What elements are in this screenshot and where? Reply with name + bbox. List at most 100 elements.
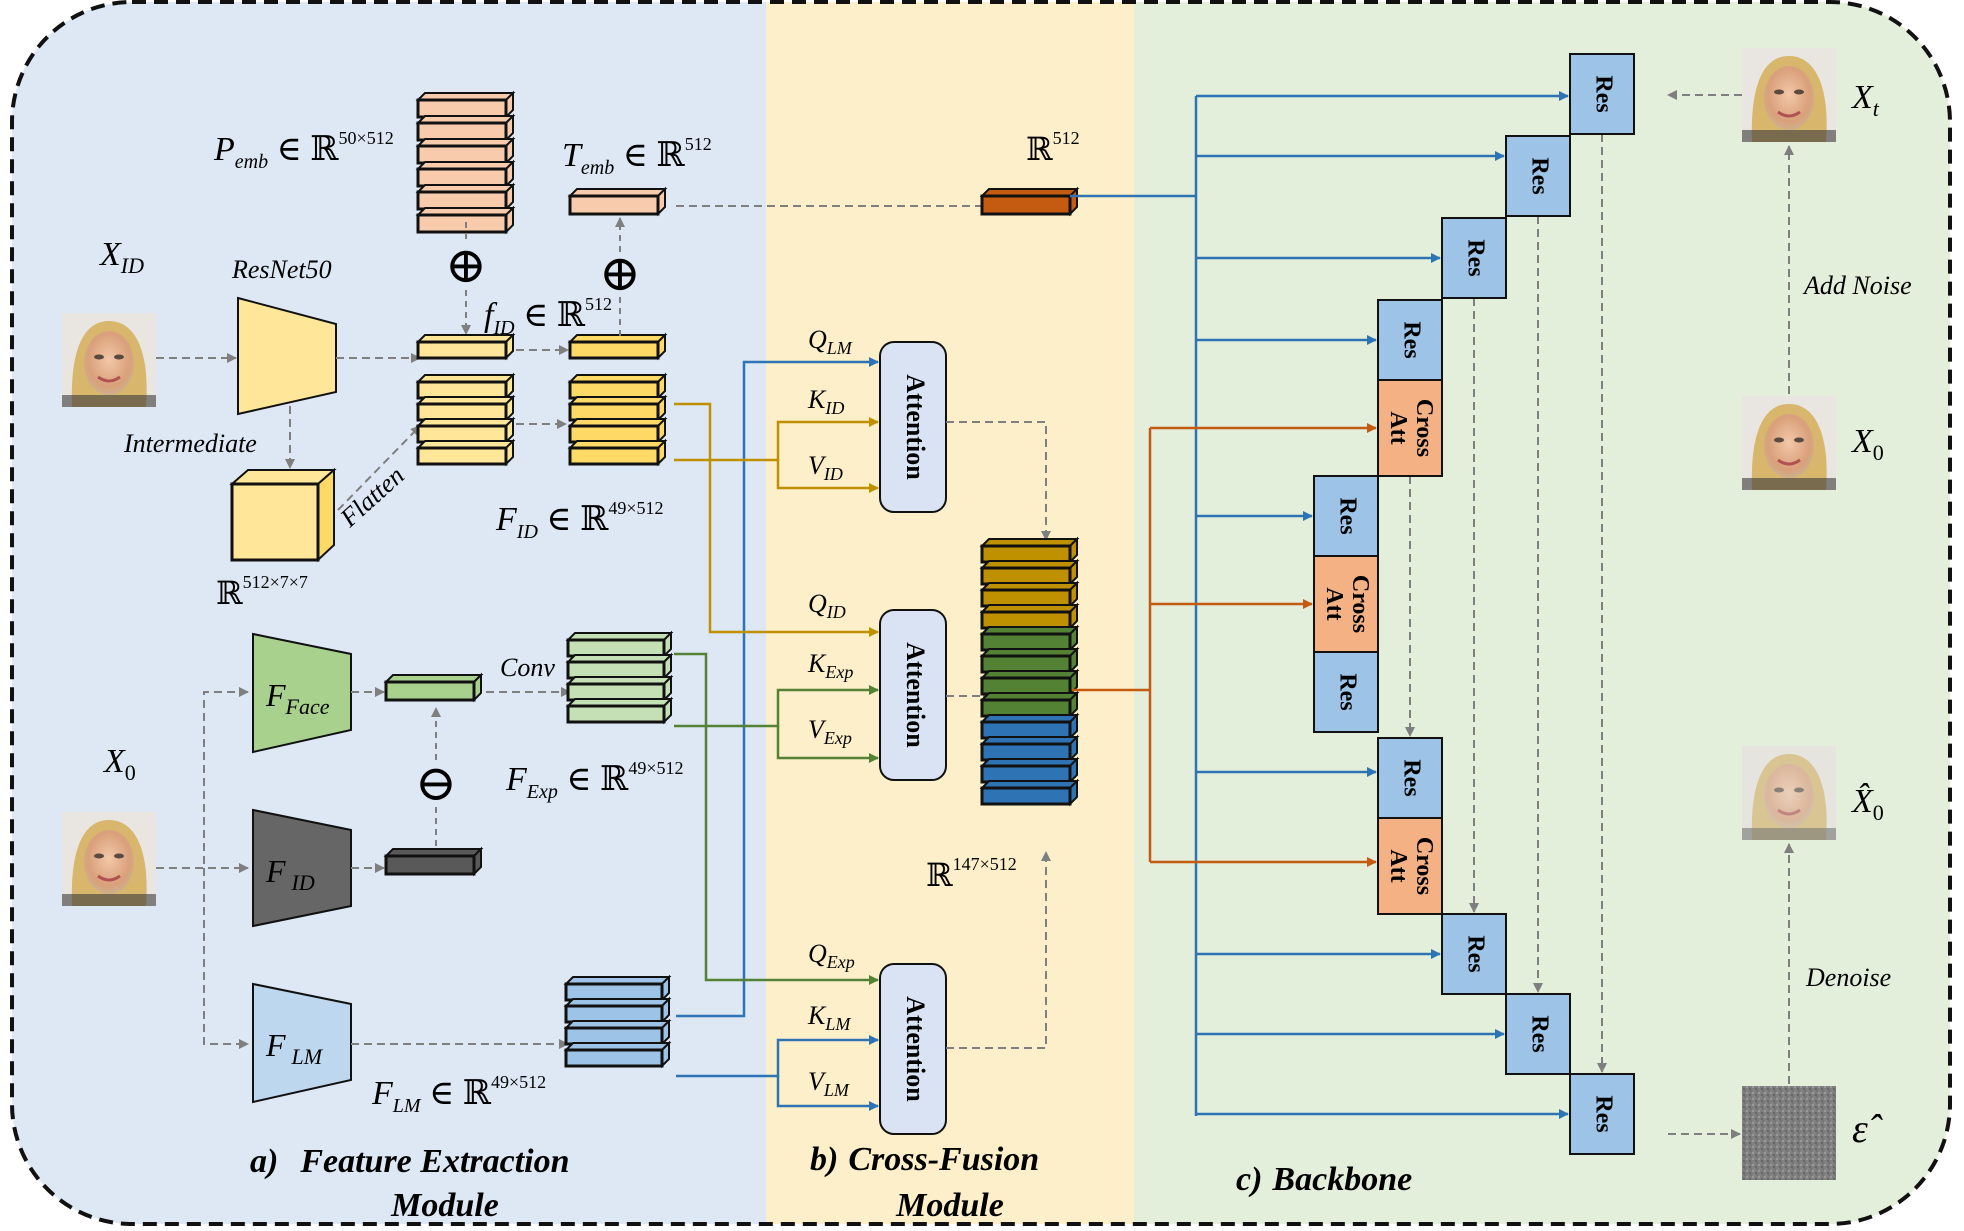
v-id-label: VID <box>808 451 843 484</box>
res-label: Res <box>1590 75 1616 112</box>
F-lm-label: FLM ∈ ℝ49×512 <box>371 1072 546 1117</box>
res-label: Res <box>1334 673 1360 710</box>
fused-bar <box>979 580 1080 609</box>
res-block-down-2: Res <box>1505 135 1571 217</box>
f-id-stack-bar <box>567 438 668 467</box>
fused-feature-stack <box>979 536 1080 807</box>
f-exp-bar <box>565 696 674 725</box>
res-label: Res <box>1526 1015 1552 1052</box>
attention-label-3: Attention <box>901 996 930 1102</box>
face-image-icon <box>1742 396 1836 490</box>
feature-extraction-module: XID ResNet50 Intermediate ℝ512×7×7 Flatt… <box>62 90 712 1224</box>
ominus-icon: ⊖ <box>415 755 457 811</box>
attention-label-1: Attention <box>901 374 930 480</box>
f-exp-bar <box>565 652 674 681</box>
p-emb-bar <box>415 159 516 189</box>
oplus-icon: ⊕ <box>445 237 487 293</box>
denoise-label: Denoise <box>1805 963 1891 992</box>
cross-fusion-title-line2: Module <box>895 1187 1004 1224</box>
x-id-label: XID <box>98 236 144 278</box>
fused-bar <box>979 668 1080 697</box>
f-id-stack-bar <box>567 372 668 401</box>
fused-bar <box>979 712 1080 741</box>
cross-att-block-2: CrossAtt <box>1313 555 1379 653</box>
id-vector-bar <box>383 846 484 877</box>
f-lm-stack <box>563 974 672 1069</box>
f-exp-bar <box>565 630 674 659</box>
fused-bar <box>979 536 1080 565</box>
fused-bar <box>979 558 1080 587</box>
f-exp-bar <box>565 674 674 703</box>
f-id-bar <box>567 332 668 361</box>
cube-dim-label: ℝ512×7×7 <box>216 572 308 611</box>
f-lm-encoder <box>252 982 352 1104</box>
q-lm-label: QLM <box>808 325 853 358</box>
cross-att-block-1: CrossAtt <box>1377 379 1443 477</box>
F-id-label: FID ∈ ℝ49×512 <box>495 498 663 543</box>
v-lm-label: VLM <box>808 1067 850 1100</box>
f-face-label: FFace <box>265 677 330 719</box>
attention-block-1 <box>879 341 947 513</box>
f-id-stack-bar <box>567 394 668 423</box>
flattened-bar <box>415 416 516 445</box>
id-feature-vector <box>383 846 484 877</box>
k-exp-label: KExp <box>807 649 853 682</box>
res-label: Res <box>1462 239 1488 276</box>
cross-att-label: CrossAtt <box>1385 837 1437 895</box>
f-id-label: fID ∈ ℝ512 <box>484 294 612 339</box>
xt-label: Xt <box>1850 79 1880 121</box>
cross-att-label: CrossAtt <box>1385 399 1437 457</box>
face-feature-vector <box>383 672 484 703</box>
res-block-mid-1: Res <box>1313 475 1379 557</box>
res-block-down-3: Res <box>1441 217 1507 299</box>
p-emb-bar <box>415 136 516 166</box>
add-noise-label: Add Noise <box>1802 271 1912 300</box>
unet-blocks: ResResResResCrossAttResCrossAttResResCro… <box>1313 53 1635 1155</box>
f-lm-bar <box>563 1018 672 1047</box>
x0-right-label: X0 <box>1850 423 1884 465</box>
time-embedding-vector <box>979 186 1080 217</box>
outer-dashed-border <box>10 0 1952 1226</box>
face-image-icon <box>62 812 156 906</box>
f-id-vector <box>415 332 516 361</box>
F-exp-label: FExp ∈ ℝ49×512 <box>505 758 683 803</box>
flattened-bar <box>415 394 516 423</box>
f-id-bar <box>415 332 516 361</box>
res-label: Res <box>1334 497 1360 534</box>
face-image-icon <box>1742 48 1836 142</box>
p-emb-bar <box>415 182 516 212</box>
flattened-bar <box>415 372 516 401</box>
cross-att-block-3: CrossAtt <box>1377 817 1443 915</box>
p-emb-label: Pemb ∈ ℝ50×512 <box>213 128 394 173</box>
feature-cube <box>229 467 337 563</box>
res-block-up-2: Res <box>1441 913 1507 995</box>
p-emb-bar <box>415 90 516 120</box>
oplus-icon: ⊕ <box>599 245 641 301</box>
cross-att-label: CrossAtt <box>1321 575 1373 633</box>
flattened-feature-stack <box>415 372 516 467</box>
q-id-label: QID <box>808 589 846 622</box>
f-lm-bar <box>563 974 672 1003</box>
fused-bar <box>979 734 1080 763</box>
feature-extraction-title: a)Feature Extraction <box>250 1143 570 1180</box>
res-label: Res <box>1526 157 1552 194</box>
backbone-module: ℝ512 ResResResResCrossAttResCrossAttResR… <box>676 48 1912 1198</box>
q-exp-label: QExp <box>808 939 855 972</box>
res-block-mid-2: Res <box>1313 651 1379 733</box>
p-emb-bar <box>415 205 516 235</box>
fused-bar <box>979 756 1080 785</box>
noise-image-icon <box>1742 1086 1836 1180</box>
res-block-down-1: Res <box>1569 53 1635 135</box>
res-block-up-1: Res <box>1377 737 1443 819</box>
v-exp-label: VExp <box>808 715 852 748</box>
conv-label: Conv <box>500 653 555 682</box>
feature-extraction-title-line2: Module <box>390 1187 499 1224</box>
f-id-vector-right <box>567 332 668 361</box>
p-emb-stack <box>415 90 516 235</box>
flattened-bar <box>415 438 516 467</box>
t-emb-vector <box>567 186 668 217</box>
resnet-encoder <box>237 296 337 416</box>
cross-fusion-title: b)Cross-Fusion <box>810 1141 1039 1178</box>
res-label: Res <box>1398 321 1424 358</box>
